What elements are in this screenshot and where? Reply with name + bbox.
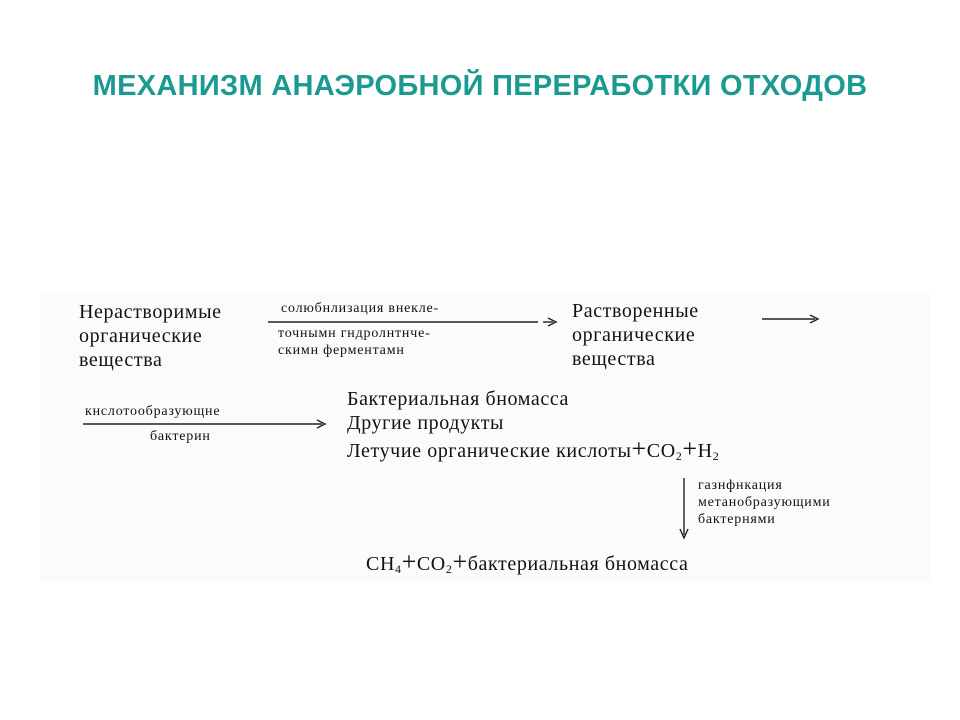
node-insoluble-line: органические (79, 325, 203, 347)
node-dissolved-line: Растворенные (572, 300, 699, 322)
arrow3-label-line: бактернями (698, 512, 776, 527)
product-item: Другие продукты (347, 412, 505, 434)
arrow2-head (316, 419, 327, 429)
co2-subscript: 2 (445, 562, 453, 576)
co2-subscript: 2 (675, 449, 683, 463)
slide-title: МЕХАНИЗМ АНАЭРОБНОЙ ПЕРЕРАБОТКИ ОТХОДОВ (92, 70, 868, 102)
final-products-equation: CH4+CO2+бактериальная бномасса (366, 547, 689, 581)
arrow3-label-line: газнфнкация (698, 478, 783, 493)
ch4-label: CH (366, 553, 395, 575)
arrow3-label: газнфнкация метанобразующими бактернями (698, 477, 831, 528)
h2-label: H (697, 440, 713, 462)
arrow1-label-top: солюбнлизация внеклe- (281, 301, 440, 316)
products-list: Бактериальная бномасса Другие продукты (347, 387, 569, 435)
arrow2-label-bottom: бактерин (150, 429, 211, 444)
arrow3-label-line: метанобразующими (698, 495, 831, 510)
arrow1-head (547, 317, 558, 327)
plus-sign: + (631, 434, 647, 463)
arrow3-head (679, 528, 689, 540)
volatile-acids-label: Летучие органические кислоты (347, 440, 632, 462)
node-dissolved-line: органические (572, 324, 696, 346)
node-insoluble-line: вещества (79, 349, 163, 371)
co2-formula: CO2 (416, 553, 453, 576)
arrow1-label-bottom: точнымн гндролнтнчe- скимн ферментамн (278, 325, 431, 359)
product-item: Бактериальная бномасса (347, 388, 570, 410)
co2-label: CO (646, 440, 676, 462)
node-insoluble-organics: Нерастворимые органические вещества (79, 300, 222, 372)
h2-formula: H2 (697, 440, 720, 463)
node-dissolved-organics: Растворенные органические вещества (572, 299, 699, 371)
arrow1-label-line: скимн ферментамн (278, 343, 405, 358)
ch4-formula: CH4 (366, 553, 402, 576)
node-dissolved-line: вещества (572, 348, 656, 370)
volatile-acids-equation: Летучие органические кислоты+CO2+H2 (347, 434, 720, 468)
final-biomass-label: бактериальная бномасса (467, 553, 689, 575)
co2-label: CO (416, 553, 446, 575)
arrow1-label-line: точнымн гндролнтнчe- (278, 326, 431, 341)
plus-sign: + (401, 547, 417, 576)
node-insoluble-line: Нерастворимые (79, 301, 222, 323)
arrow-to-next-head (809, 314, 820, 324)
arrow2-label-top: кнслотообразующне (85, 404, 221, 419)
plus-sign: + (452, 547, 468, 576)
ch4-subscript: 4 (394, 562, 402, 576)
h2-subscript: 2 (712, 449, 720, 463)
diagram-scan-background (40, 292, 930, 582)
plus-sign: + (682, 434, 698, 463)
co2-formula: CO2 (646, 440, 683, 463)
